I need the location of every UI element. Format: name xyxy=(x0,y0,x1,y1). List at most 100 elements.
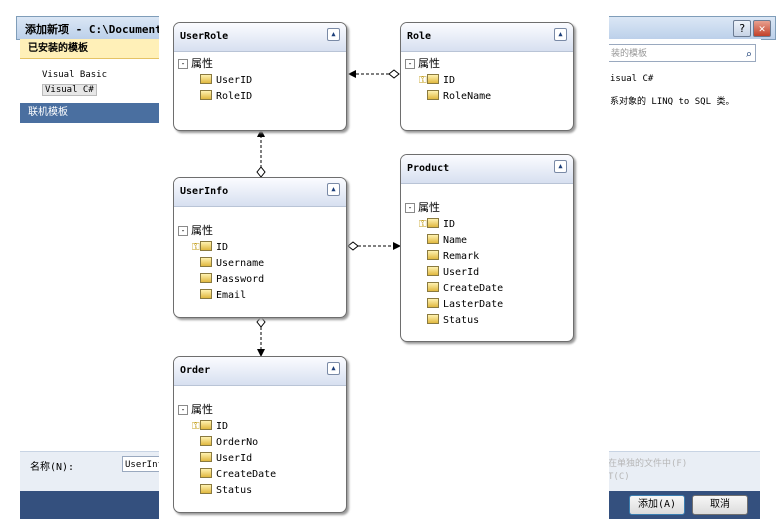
property-name: Username xyxy=(216,258,265,269)
property-name: UserId xyxy=(216,453,253,464)
property-item[interactable]: LasterDate xyxy=(427,297,503,313)
minus-icon[interactable]: - xyxy=(178,405,188,415)
minus-icon[interactable]: - xyxy=(405,59,415,69)
properties-section[interactable]: -属性 xyxy=(405,199,440,215)
property-item[interactable]: Password xyxy=(200,272,264,288)
separate-file-checkbox-label: 在单独的文件中(F) xyxy=(608,459,688,469)
entity-name: Role xyxy=(407,31,432,42)
property-item[interactable]: ID xyxy=(200,419,228,435)
collapse-icon[interactable]: ▲ xyxy=(554,160,567,173)
userinfo-top-diamond xyxy=(256,166,266,178)
minus-icon[interactable]: - xyxy=(178,59,188,69)
property-item[interactable]: Status xyxy=(427,313,479,329)
add-button[interactable]: 添加(A) xyxy=(629,495,685,515)
property-icon xyxy=(200,452,212,462)
property-item[interactable]: OrderNo xyxy=(200,435,258,451)
property-item[interactable]: ID xyxy=(200,240,228,256)
property-icon xyxy=(427,314,439,324)
entity-header[interactable]: UserInfo ▲ xyxy=(174,178,346,207)
collapse-icon[interactable]: ▲ xyxy=(327,362,340,375)
property-icon xyxy=(200,273,212,283)
screenshot-frame: 添加新项 - C:\Documents ? ✕ 已安装的模板 Visual Ba… xyxy=(4,4,778,527)
entity-name: Product xyxy=(407,163,450,174)
property-name: ID xyxy=(216,242,229,253)
entity-userinfo[interactable]: UserInfo ▲ -属性 ⚿ ID Username Password Em… xyxy=(173,177,347,318)
property-name: CreateDate xyxy=(216,469,277,480)
entity-header[interactable]: Role ▲ xyxy=(401,23,573,52)
minus-icon[interactable]: - xyxy=(178,226,188,236)
key-icon: ⚿ xyxy=(419,75,427,86)
property-icon xyxy=(200,289,212,299)
properties-section[interactable]: -属性 xyxy=(178,401,213,417)
property-item[interactable]: UserID xyxy=(200,73,252,89)
collapse-icon[interactable]: ▲ xyxy=(554,28,567,41)
property-item[interactable]: Email xyxy=(200,288,246,304)
cancel-button[interactable]: 取消 xyxy=(692,495,748,515)
property-item[interactable]: RoleName xyxy=(427,89,491,105)
collapse-icon[interactable]: ▲ xyxy=(327,183,340,196)
property-item[interactable]: ID xyxy=(427,217,455,233)
help-button[interactable]: ? xyxy=(733,20,751,37)
role-end-diamond xyxy=(388,69,400,79)
property-name: Status xyxy=(443,315,480,326)
dialog-title: 添加新项 - C:\Documents xyxy=(25,23,169,36)
collapse-icon[interactable]: ▲ xyxy=(327,28,340,41)
property-icon xyxy=(200,241,212,251)
userinfo-bottom-diamond xyxy=(256,316,266,328)
properties-label: 属性 xyxy=(191,224,213,237)
property-name: RoleName xyxy=(443,91,492,102)
property-item[interactable]: Remark xyxy=(427,249,479,265)
property-name: UserId xyxy=(443,267,480,278)
properties-label: 属性 xyxy=(191,57,213,70)
property-icon xyxy=(200,468,212,478)
name-field[interactable]: UserInfo xyxy=(122,456,162,472)
entity-userrole[interactable]: UserRole ▲ -属性 UserID RoleID xyxy=(173,22,347,131)
close-button[interactable]: ✕ xyxy=(753,20,771,37)
entity-name: UserRole xyxy=(180,31,229,42)
property-name: Name xyxy=(443,235,468,246)
entity-order[interactable]: Order ▲ -属性 ⚿ ID OrderNo UserId CreateDa… xyxy=(173,356,347,513)
entity-role[interactable]: Role ▲ -属性 ⚿ ID RoleName xyxy=(400,22,574,131)
entity-name: UserInfo xyxy=(180,186,229,197)
entity-header[interactable]: Order ▲ xyxy=(174,357,346,386)
association-lines xyxy=(256,69,401,357)
property-item[interactable]: UserId xyxy=(427,265,479,281)
template-item-visual-basic[interactable]: Visual Basic xyxy=(42,70,108,80)
properties-label: 属性 xyxy=(191,403,213,416)
property-icon xyxy=(200,420,212,430)
property-icon xyxy=(427,90,439,100)
properties-section[interactable]: -属性 xyxy=(178,222,213,238)
entity-product[interactable]: Product ▲ -属性 ⚿ ID Name Remark UserId Cr… xyxy=(400,154,574,342)
property-name: Password xyxy=(216,274,265,285)
properties-section[interactable]: -属性 xyxy=(405,55,440,71)
property-item[interactable]: RoleID xyxy=(200,89,252,105)
property-name: ID xyxy=(216,421,229,432)
minus-icon[interactable]: - xyxy=(405,203,415,213)
property-icon xyxy=(200,257,212,267)
property-item[interactable]: Name xyxy=(427,233,467,249)
property-icon xyxy=(200,436,212,446)
name-label: 名称(N): xyxy=(30,462,75,473)
online-templates-header[interactable]: 联机模板 xyxy=(20,103,160,123)
property-item[interactable]: UserId xyxy=(200,451,252,467)
description-text: 系对象的 LINQ to SQL 类。 xyxy=(610,97,735,107)
property-item[interactable]: ID xyxy=(427,73,455,89)
property-item[interactable]: CreateDate xyxy=(427,281,503,297)
entity-header[interactable]: UserRole ▲ xyxy=(174,23,346,52)
property-name: Remark xyxy=(443,251,480,262)
key-icon: ⚿ xyxy=(419,219,427,230)
property-icon xyxy=(200,90,212,100)
property-name: LasterDate xyxy=(443,299,504,310)
installed-templates-header[interactable]: 已安装的模板 xyxy=(20,39,160,59)
template-item-visual-csharp[interactable]: Visual C# xyxy=(42,84,97,96)
property-item[interactable]: CreateDate xyxy=(200,467,276,483)
property-item[interactable]: Username xyxy=(200,256,264,272)
search-icon[interactable]: ⌕ xyxy=(745,48,752,61)
property-item[interactable]: Status xyxy=(200,483,252,499)
properties-section[interactable]: -属性 xyxy=(178,55,213,71)
entity-header[interactable]: Product ▲ xyxy=(401,155,573,184)
property-icon xyxy=(427,234,439,244)
diagram-canvas[interactable]: UserRole ▲ -属性 UserID RoleID Role ▲ -属性 … xyxy=(159,16,609,523)
search-input[interactable]: 装的模板 ⌕ xyxy=(608,44,756,62)
properties-label: 属性 xyxy=(418,201,440,214)
